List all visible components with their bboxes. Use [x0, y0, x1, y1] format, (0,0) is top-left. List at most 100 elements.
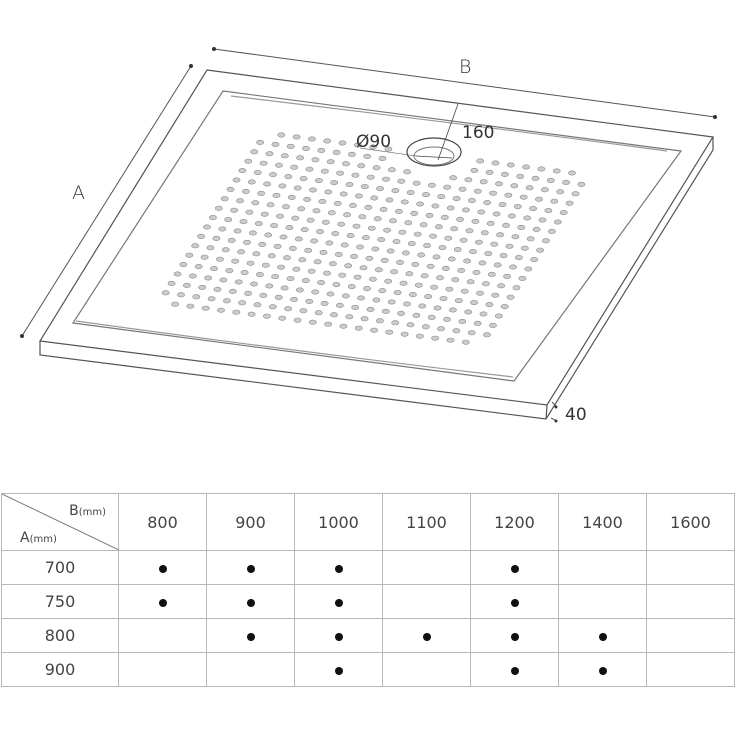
table-row: 900	[1, 652, 735, 687]
anti-slip-dot	[472, 269, 481, 275]
anti-slip-dot	[437, 326, 445, 332]
anti-slip-dot	[217, 307, 225, 313]
anti-slip-dot	[357, 163, 366, 169]
anti-slip-dot	[384, 278, 393, 284]
anti-slip-dot	[370, 195, 379, 201]
anti-slip-dot	[204, 275, 212, 281]
column-header-b-1200: 1200	[470, 493, 559, 551]
availability-cell	[294, 584, 383, 619]
anti-slip-dot	[234, 279, 243, 285]
anti-slip-dot	[550, 198, 559, 204]
anti-slip-dot	[474, 239, 483, 245]
anti-slip-dot	[375, 318, 384, 324]
anti-slip-dot	[498, 202, 507, 208]
available-dot-icon	[598, 667, 607, 675]
availability-cell	[558, 652, 647, 687]
anti-slip-dot	[384, 146, 393, 152]
anti-slip-dot	[470, 167, 479, 173]
anti-slip-dot	[383, 227, 391, 233]
anti-slip-dot	[506, 162, 515, 168]
anti-slip-dot	[491, 160, 500, 166]
anti-slip-dot	[510, 183, 519, 189]
anti-slip-dot	[473, 320, 482, 326]
anti-slip-dot	[517, 224, 526, 230]
anti-slip-dot	[458, 318, 467, 324]
anti-slip-dot	[544, 208, 553, 214]
anti-slip-dot	[337, 221, 346, 227]
anti-slip-dot	[320, 300, 329, 306]
table-row: 750	[1, 584, 735, 619]
anti-slip-dot	[213, 286, 222, 292]
anti-slip-dot	[356, 244, 364, 250]
anti-slip-dot	[269, 172, 277, 178]
anti-slip-dot	[332, 149, 341, 155]
anti-slip-dot	[284, 306, 292, 312]
anti-slip-dot	[447, 256, 456, 262]
anti-slip-dot	[427, 182, 436, 188]
anti-slip-dot	[323, 270, 331, 276]
anti-slip-dot	[311, 157, 320, 163]
anti-slip-dot	[248, 230, 257, 236]
row-header-a-700: 700	[1, 550, 119, 585]
anti-slip-dot	[478, 260, 487, 266]
anti-slip-dot	[511, 234, 520, 240]
anti-slip-dot	[230, 207, 238, 213]
anti-slip-dot	[385, 329, 394, 335]
anti-slip-dot	[244, 290, 252, 296]
anti-slip-dot	[319, 249, 328, 255]
anti-slip-dot	[457, 267, 466, 273]
column-header-b-1100: 1100	[382, 493, 471, 551]
anti-slip-dot	[224, 217, 233, 223]
anti-slip-dot	[299, 176, 308, 182]
anti-slip-dot	[454, 298, 463, 304]
anti-slip-dot	[297, 206, 306, 212]
anti-slip-dot	[453, 247, 462, 253]
anti-slip-dot	[327, 210, 336, 216]
anti-slip-dot	[366, 306, 375, 312]
anti-slip-dot	[420, 273, 429, 279]
anti-slip-dot	[246, 260, 255, 266]
anti-slip-dot	[341, 293, 350, 299]
anti-slip-dot	[232, 309, 241, 315]
availability-cell	[382, 652, 471, 687]
availability-cell	[558, 618, 647, 653]
anti-slip-dot	[312, 208, 321, 214]
anti-slip-dot	[326, 159, 335, 165]
available-dot-icon	[334, 667, 343, 675]
anti-slip-dot	[346, 233, 355, 239]
anti-slip-dot	[379, 206, 388, 212]
anti-slip-dot	[394, 208, 403, 214]
anti-slip-dot	[271, 274, 280, 280]
anti-slip-dot	[294, 236, 303, 242]
anti-slip-dot	[340, 242, 349, 248]
anti-slip-dot	[546, 177, 555, 183]
anti-slip-dot	[424, 294, 433, 300]
anti-slip-dot	[509, 264, 517, 270]
anti-slip-dot	[320, 168, 329, 174]
anti-slip-dot	[326, 291, 335, 297]
anti-slip-dot	[387, 167, 396, 173]
anti-slip-dot	[436, 275, 444, 281]
anti-slip-dot	[274, 294, 283, 300]
anti-slip-dot	[524, 266, 533, 272]
availability-cell	[118, 618, 207, 653]
anti-slip-dot	[253, 302, 262, 308]
anti-slip-dot	[331, 231, 340, 237]
anti-slip-dot	[487, 271, 496, 277]
anti-slip-dot	[338, 140, 347, 146]
anti-slip-dot	[387, 299, 396, 305]
anti-slip-dot	[422, 192, 430, 198]
anti-slip-dot	[304, 247, 313, 253]
anti-slip-dot	[212, 235, 221, 241]
anti-slip-dot	[439, 296, 448, 302]
anti-slip-dot	[237, 249, 245, 255]
availability-cell	[646, 618, 735, 653]
anti-slip-dot	[397, 310, 405, 316]
anti-slip-dot	[431, 203, 440, 209]
anti-slip-dot	[191, 243, 200, 249]
anti-slip-dot	[359, 265, 368, 271]
anti-slip-dot	[364, 204, 373, 210]
anti-slip-dot	[471, 218, 480, 224]
anti-slip-dot	[358, 214, 367, 220]
anti-slip-dot	[520, 245, 529, 251]
